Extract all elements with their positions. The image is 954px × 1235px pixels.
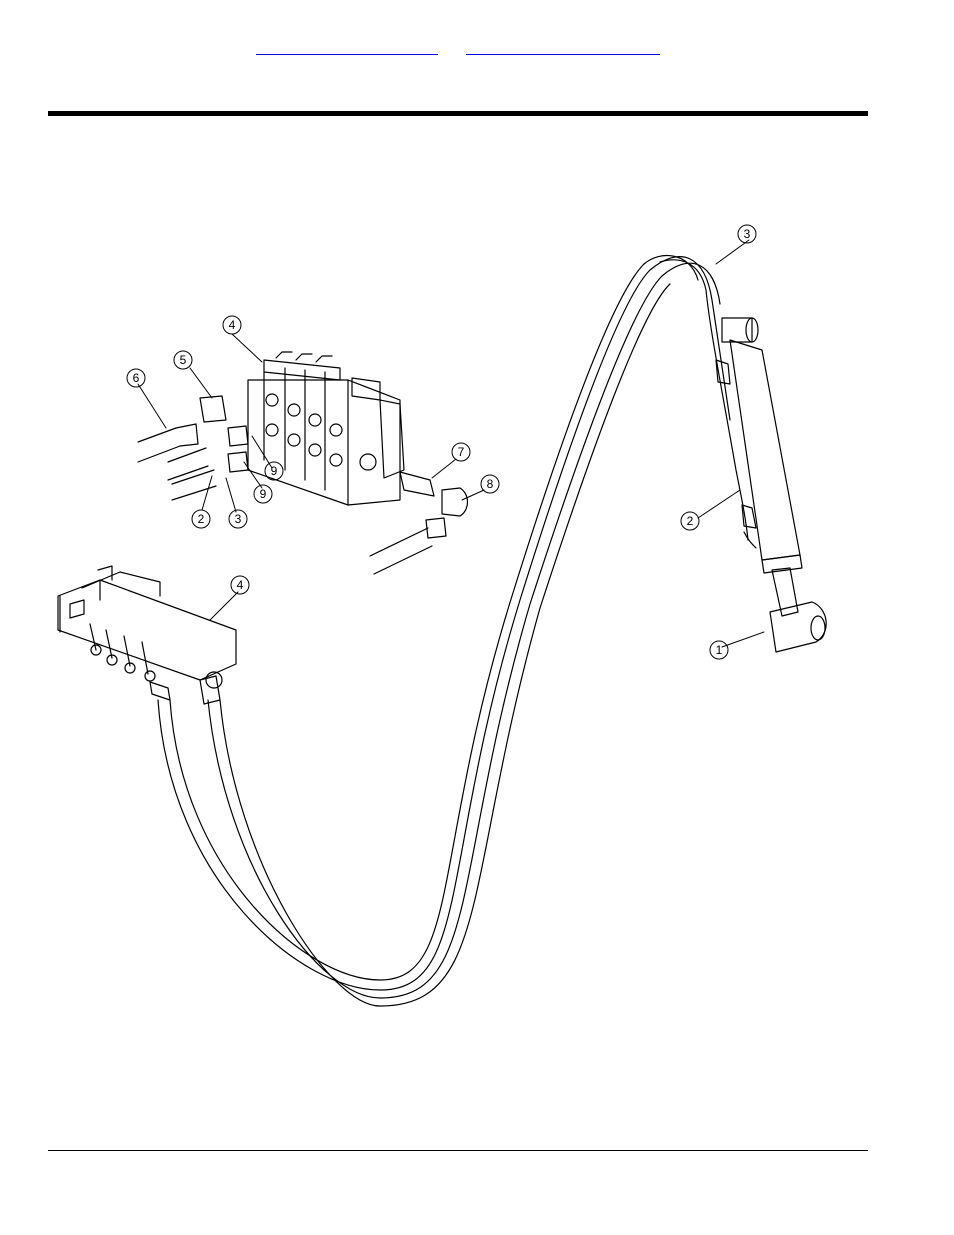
callout-circles: [127, 225, 756, 659]
upper-valve-block: [248, 352, 404, 505]
lower-valve-block: [58, 566, 236, 704]
footer-rule: [48, 1150, 868, 1151]
callout-2: 2: [687, 514, 694, 528]
callout-3: 3: [744, 227, 751, 241]
hydraulic-cylinder: [716, 318, 826, 652]
callout-9: 9: [271, 464, 278, 478]
leader-lines: [138, 240, 764, 647]
callout-3: 3: [235, 512, 242, 526]
callout-8: 8: [487, 477, 494, 491]
callout-4: 4: [229, 318, 236, 332]
callout-7: 7: [458, 445, 465, 459]
callout-9: 9: [260, 487, 267, 501]
callout-4: 4: [237, 578, 244, 592]
callout-2: 2: [198, 512, 205, 526]
callout-5: 5: [180, 353, 187, 367]
callout-6: 6: [133, 371, 140, 385]
main-hose-loop: [158, 256, 748, 1006]
callout-1: 1: [716, 643, 723, 657]
